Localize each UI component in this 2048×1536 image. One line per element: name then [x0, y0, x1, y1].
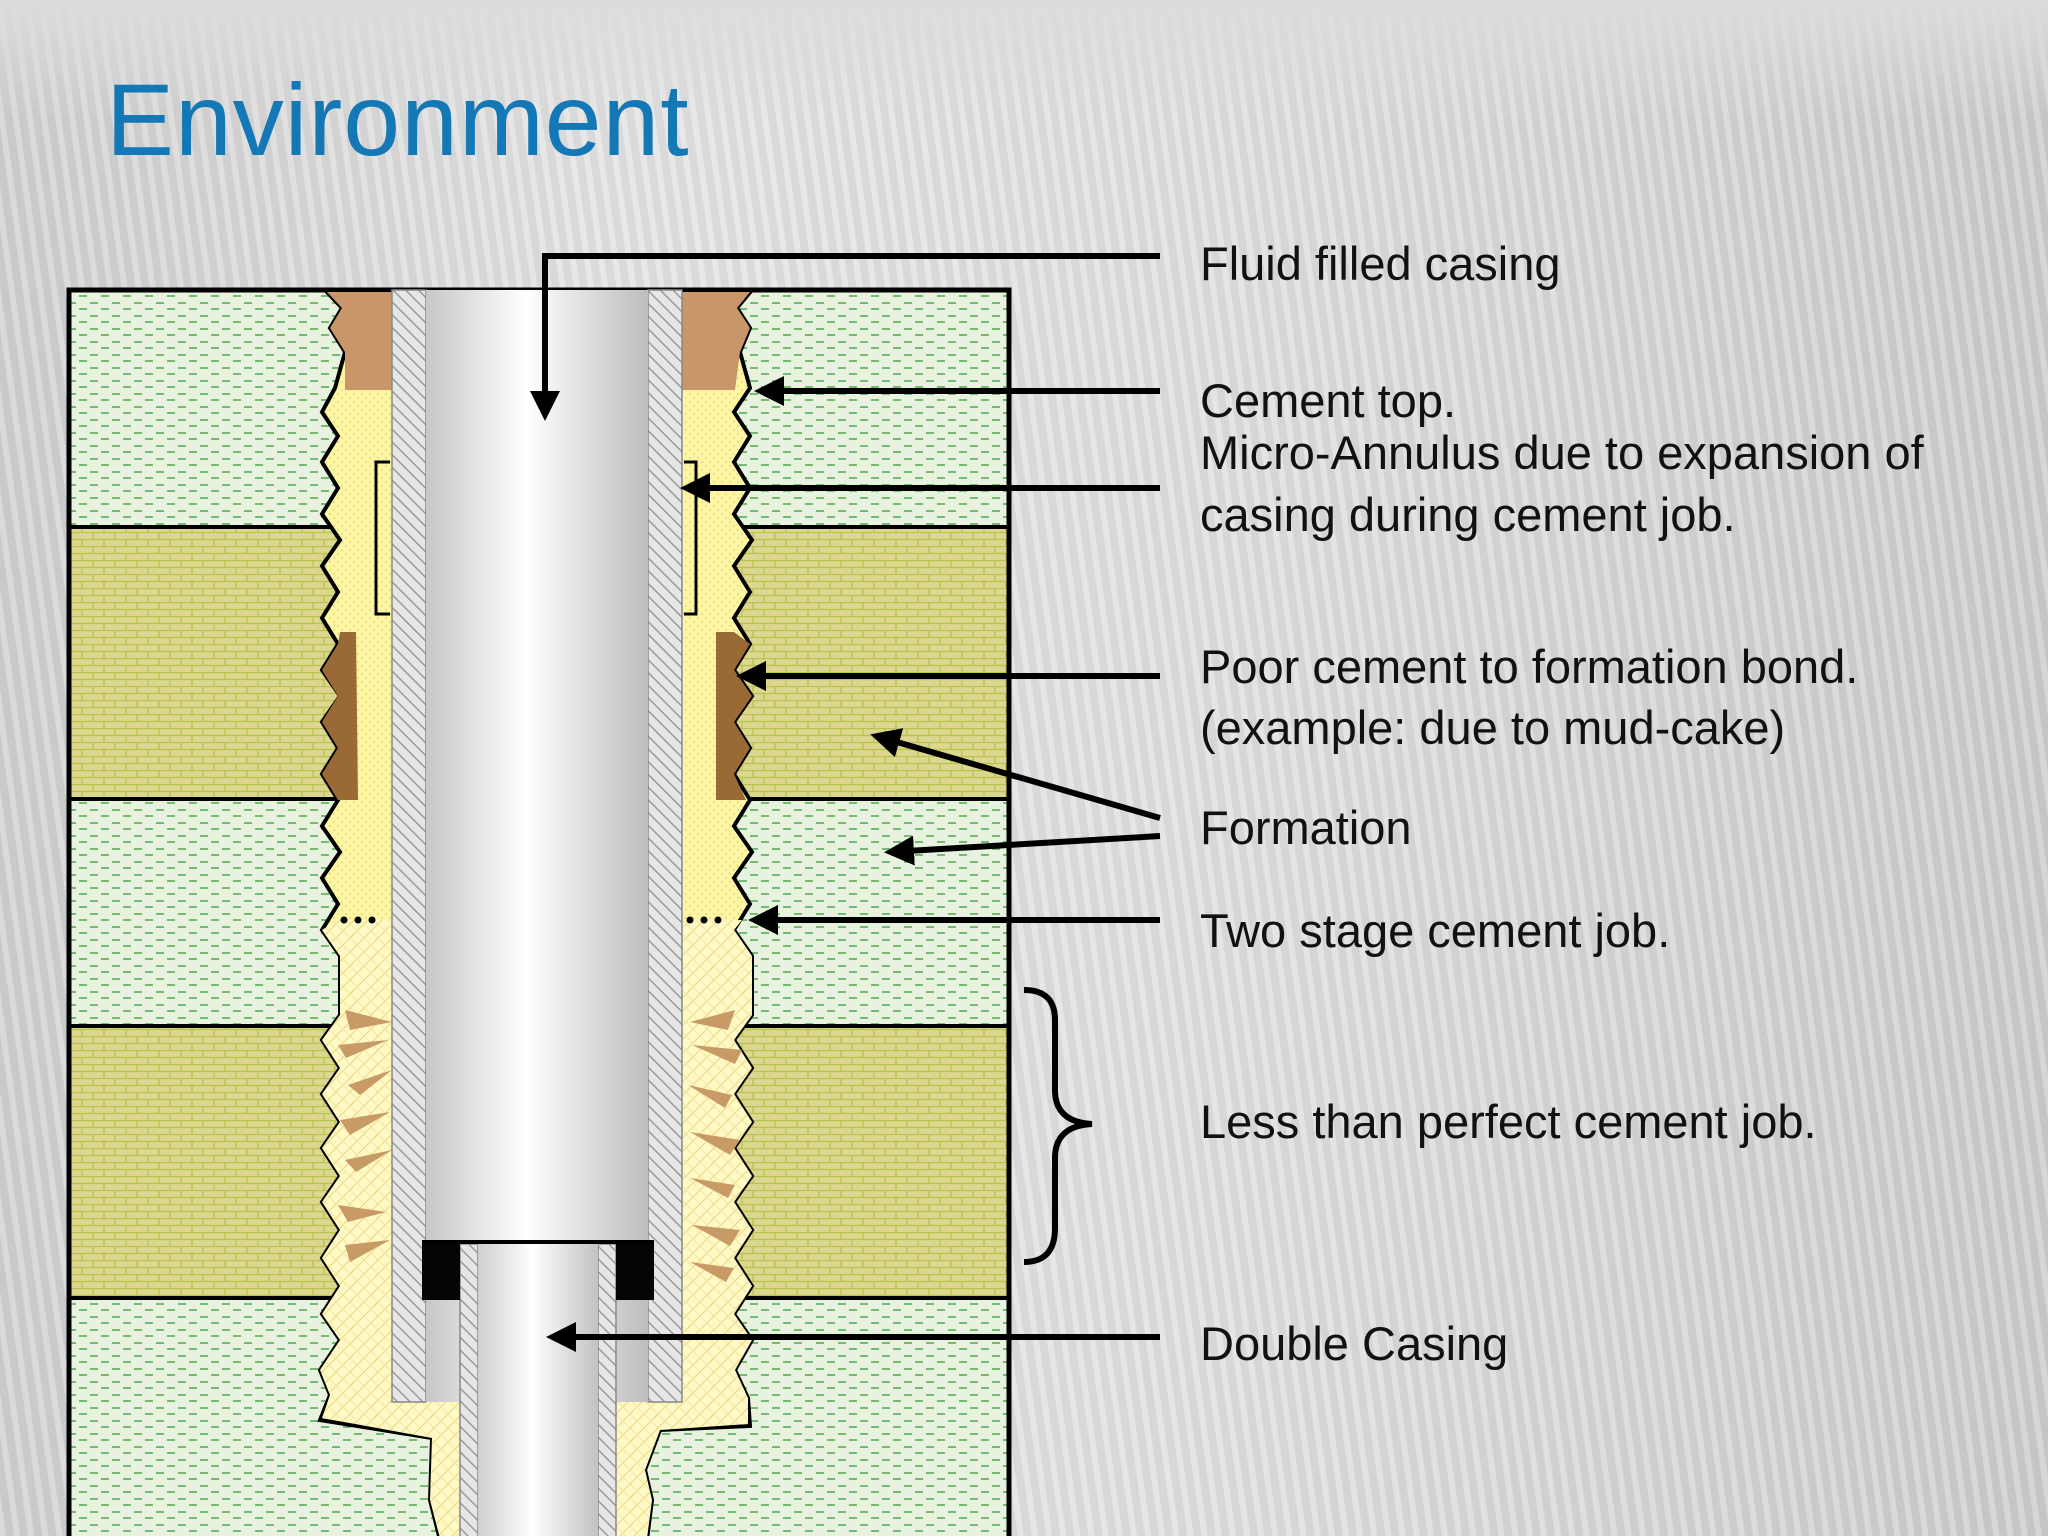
label-poor-bond-2: (example: due to mud-cake) [1200, 701, 1786, 754]
micro-annulus-right [684, 460, 698, 616]
label-micro-annulus-2: casing during cement job. [1200, 488, 1736, 541]
slide-title: Environment [106, 63, 690, 177]
label-formation: Formation [1200, 801, 1412, 854]
label-cement-top: Cement top. [1200, 374, 1457, 427]
label-double-casing: Double Casing [1200, 1317, 1509, 1370]
inner-casing [422, 1240, 654, 1536]
two-stage-dots [340, 916, 722, 924]
label-micro-annulus-1: Micro-Annulus due to expansion of [1200, 426, 1924, 479]
outer-casing [391, 289, 683, 1403]
background-fade [0, 0, 2048, 120]
label-less-than-perfect: Less than perfect cement job. [1200, 1095, 1817, 1148]
micro-annulus-left [374, 460, 390, 616]
leader-lines [530, 253, 1161, 1352]
label-two-stage: Two stage cement job. [1200, 904, 1671, 957]
curly-brace [1023, 987, 1093, 1265]
label-fluid-filled-casing: Fluid filled casing [1200, 237, 1561, 290]
label-poor-bond-1: Poor cement to formation bond. [1200, 640, 1859, 693]
